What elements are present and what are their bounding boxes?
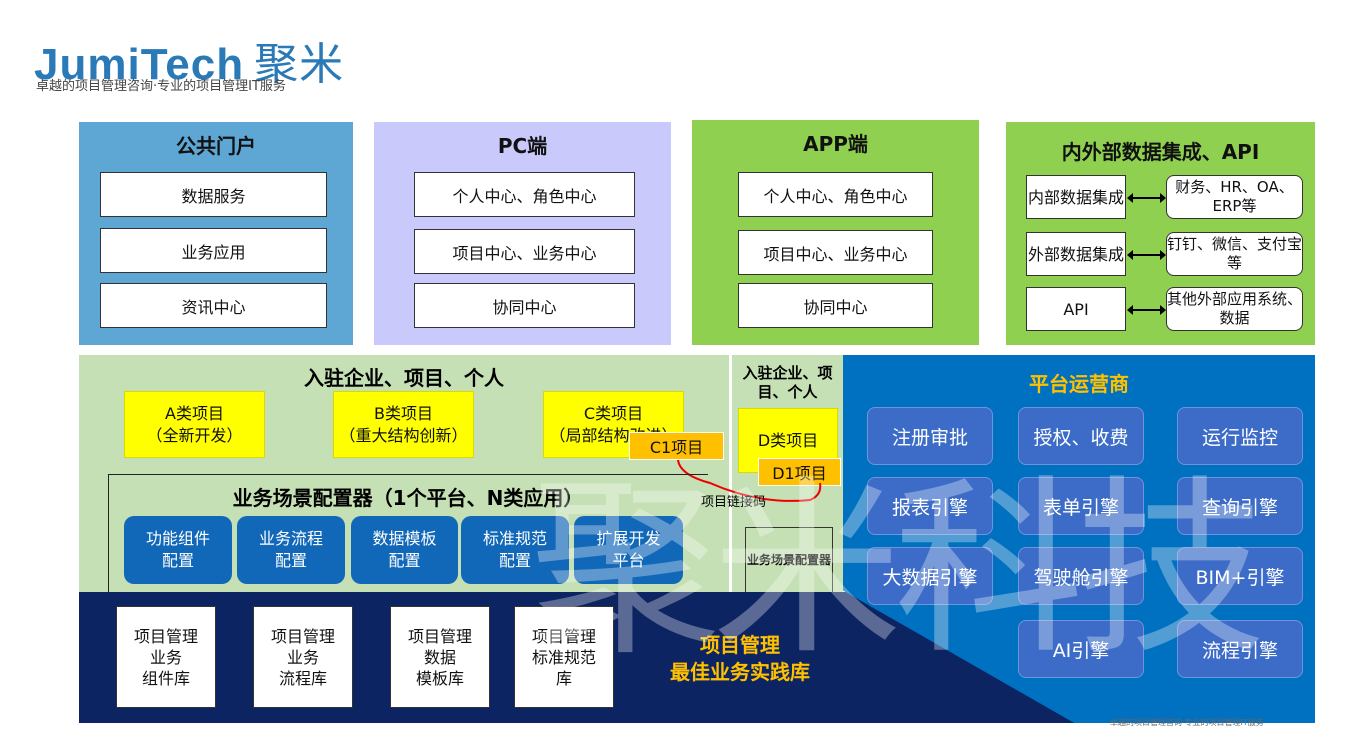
configurator-box <box>108 474 708 592</box>
operator-button[interactable]: 注册审批 <box>867 407 993 465</box>
bidirectional-arrow-icon <box>1127 305 1166 315</box>
operator-button[interactable]: BIM+引擎 <box>1177 547 1303 605</box>
bidirectional-arrow-icon <box>1127 250 1166 260</box>
project-d1: D1项目 <box>758 458 841 486</box>
operator-button[interactable]: 运行监控 <box>1177 407 1303 465</box>
portal-title: 公共门户 <box>176 134 256 158</box>
config-button[interactable]: 业务流程配置 <box>237 516 345 584</box>
pc-item: 协同中心 <box>414 283 635 328</box>
operator-button[interactable]: 授权、收费 <box>1018 407 1144 465</box>
library-box: 项目管理业务流程库 <box>253 606 353 708</box>
link-label: 项目链接码 <box>701 495 767 510</box>
tenants-d-title: 入驻企业、项目、个人 <box>742 364 833 401</box>
app-title: APP端 <box>803 132 868 156</box>
library-box: 项目管理标准规范库 <box>514 606 614 708</box>
pc-item: 个人中心、角色中心 <box>414 172 635 217</box>
tenants-title: 入驻企业、项目、个人 <box>304 366 504 390</box>
app-item: 项目中心、业务中心 <box>738 230 933 275</box>
library-box: 项目管理数据模板库 <box>390 606 490 708</box>
api-left-box: 内部数据集成 <box>1026 175 1126 219</box>
config-button[interactable]: 功能组件配置 <box>124 516 232 584</box>
footer-text: 卓越的项目管理咨询·专业的项目管理IT服务 <box>1110 718 1264 727</box>
api-left-box: 外部数据集成 <box>1026 232 1126 276</box>
api-right-box: 钉钉、微信、支付宝等 <box>1166 232 1303 276</box>
app-item: 协同中心 <box>738 283 933 328</box>
api-title: 内外部数据集成、API <box>1061 140 1260 164</box>
bidirectional-arrow-icon <box>1127 193 1166 203</box>
project-c1: C1项目 <box>629 432 724 460</box>
configurator-title: 业务场景配置器（1个平台、N类应用） <box>232 486 584 510</box>
operator-button[interactable]: 驾驶舱引擎 <box>1018 547 1144 605</box>
operator-button[interactable]: AI引擎 <box>1018 620 1144 678</box>
operator-button[interactable]: 报表引擎 <box>867 477 993 535</box>
portal-item: 数据服务 <box>100 172 327 217</box>
app-item: 个人中心、角色中心 <box>738 172 933 217</box>
config-button[interactable]: 扩展开发平台 <box>574 516 683 584</box>
operator-title: 平台运营商 <box>1029 372 1129 396</box>
operator-button[interactable]: 流程引擎 <box>1177 620 1303 678</box>
config-button[interactable]: 数据模板配置 <box>351 516 458 584</box>
library-box: 项目管理业务组件库 <box>116 606 216 708</box>
project-b: B类项目（重大结构创新） <box>333 391 474 458</box>
tenants-d-config: 业务场景配置器 <box>745 527 833 592</box>
pc-title: PC端 <box>497 134 548 158</box>
operator-button[interactable]: 查询引擎 <box>1177 477 1303 535</box>
library-title: 项目管理最佳业务实践库 <box>670 633 810 684</box>
portal-item: 资讯中心 <box>100 283 327 328</box>
portal-item: 业务应用 <box>100 228 327 273</box>
api-right-box: 财务、HR、OA、ERP等 <box>1166 175 1303 219</box>
pc-item: 项目中心、业务中心 <box>414 229 635 274</box>
project-a: A类项目（全新开发） <box>124 391 265 458</box>
operator-button[interactable]: 表单引擎 <box>1018 477 1144 535</box>
config-button[interactable]: 标准规范配置 <box>461 516 569 584</box>
api-right-box: 其他外部应用系统、数据 <box>1166 287 1303 331</box>
operator-button[interactable]: 大数据引擎 <box>867 547 993 605</box>
slogan: 卓越的项目管理咨询·专业的项目管理IT服务 <box>36 79 286 94</box>
api-left-box: API <box>1026 287 1126 331</box>
